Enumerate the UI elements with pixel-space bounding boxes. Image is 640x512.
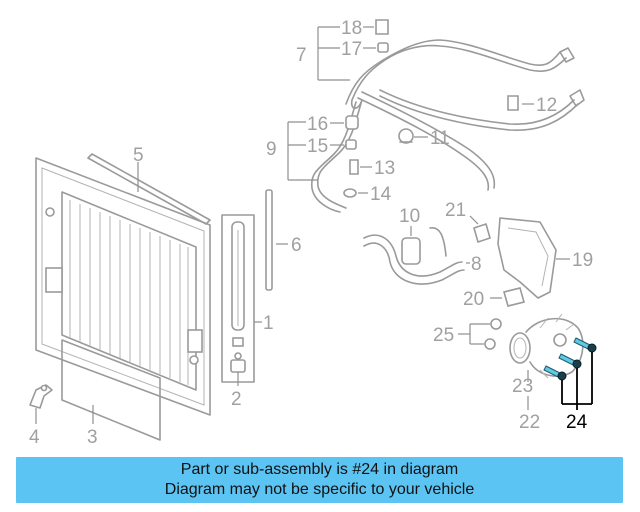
callout-18: 18 xyxy=(341,18,362,39)
callout-10: 10 xyxy=(399,206,420,227)
callout-23: 23 xyxy=(512,376,533,397)
suction-pipe xyxy=(357,91,496,191)
info-banner: Part or sub-assembly is #24 in diagram D… xyxy=(16,457,623,503)
condenser-housing xyxy=(35,157,211,416)
callout-11: 11 xyxy=(430,128,450,149)
seal-strip-5: 5 xyxy=(87,145,211,225)
callout-20: 20 xyxy=(463,289,484,310)
callout-1: 1 xyxy=(263,313,274,334)
callout-24: 24 xyxy=(566,412,588,433)
callout-4: 4 xyxy=(29,427,40,448)
bolt-24-bottom xyxy=(543,365,567,381)
valve-11: 11 xyxy=(398,128,450,149)
callout-19: 19 xyxy=(572,250,593,271)
callout-17: 17 xyxy=(341,39,362,60)
exploded-parts-diagram: 5 6 1 2 3 xyxy=(29,18,597,448)
callout-25: 25 xyxy=(433,325,454,346)
condenser-core xyxy=(45,191,203,391)
bolt-24-top xyxy=(573,337,597,353)
bracket-20: 20 xyxy=(463,287,525,310)
callout-22: 22 xyxy=(519,412,540,433)
callout-16: 16 xyxy=(307,114,328,135)
callout-8: 8 xyxy=(471,254,482,275)
callout-15: 15 xyxy=(307,136,328,157)
callout-13: 13 xyxy=(374,158,395,179)
hose-assembly-9: 9 16 15 13 14 xyxy=(266,99,395,213)
callout-6: 6 xyxy=(291,235,302,256)
receiver-drier-1: 1 2 xyxy=(221,214,274,410)
plug-25: 25 xyxy=(433,318,502,350)
callout-12: 12 xyxy=(536,95,557,116)
callout-9: 9 xyxy=(266,139,277,160)
hose-assembly-7: 7 18 17 xyxy=(296,18,575,110)
banner-disclaimer-line: Diagram may not be specific to your vehi… xyxy=(164,481,475,498)
hose-8: 8 xyxy=(363,227,482,285)
bracket-4: 4 xyxy=(29,384,53,448)
callout-5: 5 xyxy=(133,145,144,166)
receiver-10: 10 xyxy=(399,206,421,265)
callout-21: 21 xyxy=(445,200,466,221)
fitting-21: 21 xyxy=(445,200,491,244)
banner-part-line: Part or sub-assembly is #24 in diagram xyxy=(180,461,459,478)
bolts-24: 24 xyxy=(543,337,597,433)
compressor-22: 23 22 xyxy=(509,313,584,433)
shield-plate-3: 3 xyxy=(61,339,161,448)
bolt-24-middle xyxy=(558,353,582,369)
heat-shield-19: 19 xyxy=(497,217,593,299)
callout-2: 2 xyxy=(231,389,242,410)
callout-14: 14 xyxy=(370,184,392,205)
pipe-12: 12 xyxy=(379,89,585,131)
seal-strip-6: 6 xyxy=(265,189,302,291)
callout-7: 7 xyxy=(296,45,307,66)
callout-3: 3 xyxy=(87,427,98,448)
